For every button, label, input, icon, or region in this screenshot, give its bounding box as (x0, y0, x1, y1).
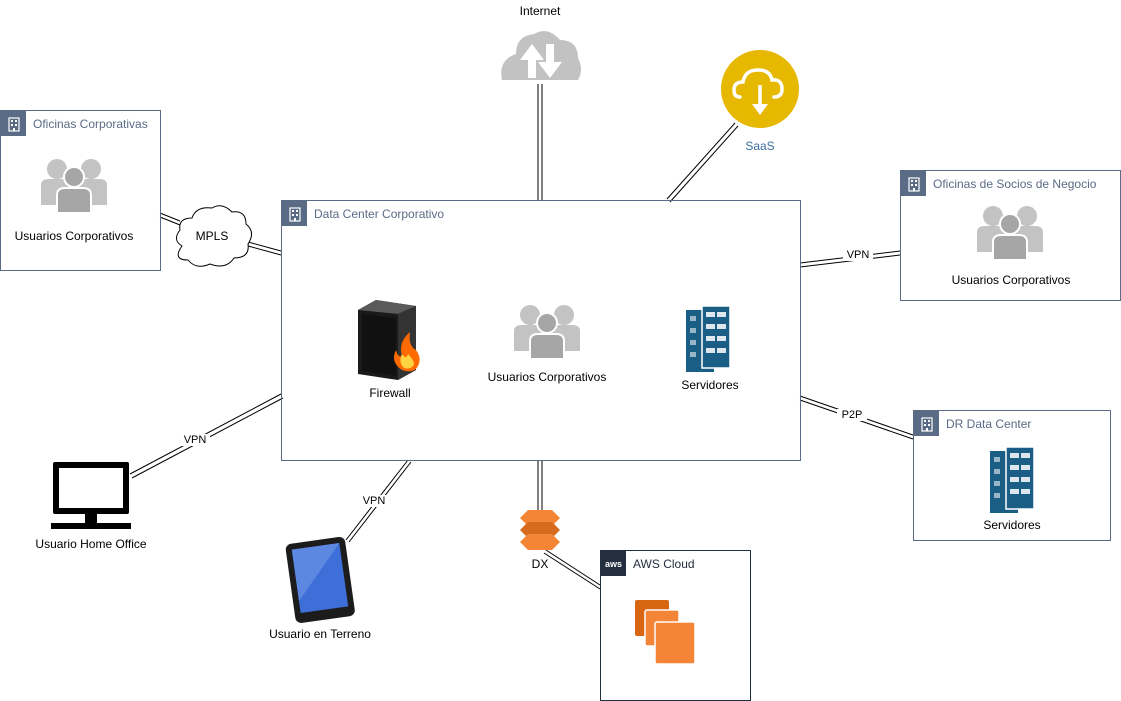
building-icon (1, 111, 26, 136)
aws-cloud-group: aws AWS Cloud (600, 550, 751, 701)
home-vpn-label: VPN (180, 434, 210, 446)
ec2-instances-icon (635, 600, 696, 665)
aws-logo-icon: aws (601, 551, 626, 576)
dr-datacenter-group: DR Data Center (913, 410, 1111, 541)
home-office-label: Usuario Home Office (35, 537, 147, 551)
dr-p2p-label: P2P (837, 409, 867, 421)
internet-label: Internet (519, 4, 561, 18)
datacenter-servers-label: Servidores (681, 378, 739, 392)
mpls-label: MPLS (195, 229, 229, 243)
group-title: Oficinas de Socios de Negocio (933, 176, 1097, 191)
link-mpls-corporate (159, 212, 181, 226)
group-header: Oficinas de Socios de Negocio (901, 171, 1096, 196)
group-title: Data Center Corporativo (314, 206, 445, 221)
dr-servers-label: Servidores (983, 518, 1041, 532)
building-icon (282, 201, 307, 226)
corporate-offices-users-label: Usuarios Corporativos (14, 229, 134, 243)
link-mpls-datacenter (247, 241, 282, 256)
field-user-label: Usuario en Terreno (269, 627, 371, 641)
firewall-icon (358, 300, 420, 380)
tablet-icon (285, 536, 355, 623)
firewall-label: Firewall (369, 386, 411, 400)
group-header: Oficinas Corporativas (1, 111, 148, 136)
internet-cloud-icon (501, 31, 581, 80)
building-icon (901, 171, 926, 196)
field-vpn-label: VPN (359, 495, 389, 507)
group-header: DR Data Center (914, 411, 1031, 436)
group-header: Data Center Corporativo (282, 201, 444, 226)
partner-users-label: Usuarios Corporativos (951, 273, 1071, 287)
datacenter-users-label: Usuarios Corporativos (487, 370, 607, 384)
group-title: Oficinas Corporativas (33, 116, 148, 131)
link-internet (537, 84, 543, 200)
link-dx-aws (543, 549, 601, 590)
group-title: AWS Cloud (633, 556, 695, 571)
datacenter-group: Data Center Corporativo (281, 200, 801, 461)
partner-offices-group: Oficinas de Socios de Negocio (900, 170, 1121, 301)
building-icon (914, 411, 939, 436)
group-header: aws AWS Cloud (601, 551, 695, 576)
partner-vpn-label: VPN (843, 249, 873, 261)
corporate-offices-group: Oficinas Corporativas (0, 110, 161, 271)
direct-connect-icon (520, 510, 560, 550)
link-dx-datacenter (537, 461, 543, 511)
dx-label: DX (531, 557, 549, 571)
desktop-computer-icon (51, 462, 131, 529)
group-title: DR Data Center (946, 416, 1032, 431)
aws-badge-text: aws (604, 558, 622, 569)
link-saas (666, 122, 739, 203)
mpls-cloud-icon (176, 205, 252, 267)
saas-label: SaaS (745, 139, 775, 153)
saas-icon (721, 50, 799, 128)
